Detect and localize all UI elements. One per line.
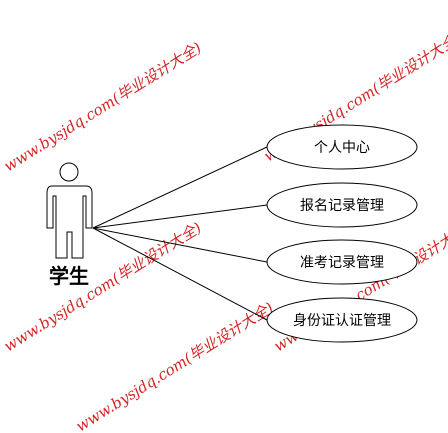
watermark-text: www.bysjdq.com(毕业设计大全) xyxy=(1,219,205,356)
use-case[interactable]: 个人中心 xyxy=(266,124,418,170)
use-case[interactable]: 身份证认证管理 xyxy=(266,297,418,343)
association-line xyxy=(92,227,268,321)
use-case[interactable]: 准考记录管理 xyxy=(266,239,418,285)
watermark-text: www.bysjdq.com(毕业设计大全) xyxy=(73,299,277,433)
association-line xyxy=(92,146,268,229)
actor-body xyxy=(46,185,93,259)
use-case[interactable]: 报名记录管理 xyxy=(266,182,418,228)
association-line xyxy=(92,227,268,263)
use-case-ellipse xyxy=(266,182,418,228)
actor-figure xyxy=(46,162,93,259)
use-case-label: 个人中心 xyxy=(314,140,370,156)
use-case-ellipse xyxy=(266,124,418,170)
use-case-ellipse xyxy=(266,297,418,343)
actor-head xyxy=(59,162,79,182)
actor-label: 学生 xyxy=(49,264,89,288)
use-case-label: 身份证认证管理 xyxy=(293,313,391,329)
association-lines xyxy=(92,146,268,321)
use-case-label: 准考记录管理 xyxy=(300,255,384,271)
association-line xyxy=(92,204,268,229)
watermark-text: www.bysjdq.com(毕业设计大全) xyxy=(1,39,205,176)
use-case-ellipse xyxy=(266,239,418,285)
use-case-label: 报名记录管理 xyxy=(300,198,384,214)
